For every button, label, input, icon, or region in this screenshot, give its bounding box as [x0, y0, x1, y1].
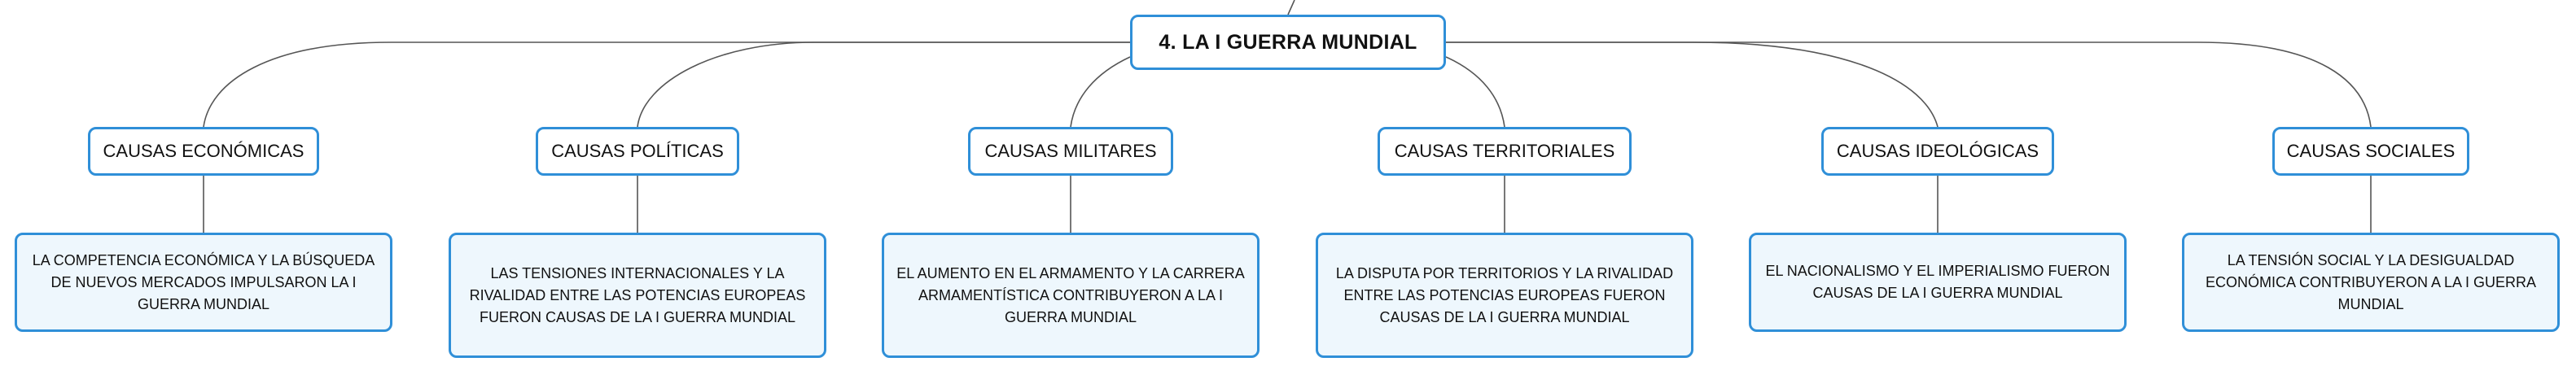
subtopic-ideologicas-detail[interactable]: EL NACIONALISMO Y EL IMPERIALISMO FUERON…	[1749, 233, 2127, 332]
topic-causas-militares[interactable]: CAUSAS MILITARES	[968, 127, 1173, 176]
link-root-militares	[1070, 56, 1131, 128]
topic-causas-territoriales[interactable]: CAUSAS TERRITORIALES	[1378, 127, 1632, 176]
root-topic[interactable]: 4. LA I GUERRA MUNDIAL	[1130, 15, 1446, 70]
subtopic-politicas-detail[interactable]: LAS TENSIONES INTERNACIONALES Y LA RIVAL…	[449, 233, 826, 358]
topic-causas-politicas[interactable]: CAUSAS POLÍTICAS	[536, 127, 739, 176]
link-root-politicas	[637, 41, 1130, 128]
subtopic-economicas-detail[interactable]: LA COMPETENCIA ECONÓMICA Y LA BÚSQUEDA D…	[15, 233, 392, 332]
subtopic-sociales-detail[interactable]: LA TENSIÓN SOCIAL Y LA DESIGUALDAD ECONÓ…	[2182, 233, 2560, 332]
subtopic-territoriales-detail[interactable]: LA DISPUTA POR TERRITORIOS Y LA RIVALIDA…	[1316, 233, 1693, 358]
parent-link	[1287, 0, 1295, 15]
topic-causas-sociales[interactable]: CAUSAS SOCIALES	[2272, 127, 2469, 176]
link-root-sociales	[1446, 41, 2372, 128]
subtopic-militares-detail[interactable]: EL AUMENTO EN EL ARMAMENTO Y LA CARRERA …	[882, 233, 1260, 358]
link-root-territoriales	[1445, 56, 1505, 128]
topic-causas-economicas[interactable]: CAUSAS ECONÓMICAS	[88, 127, 319, 176]
link-root-ideologicas	[1446, 41, 1939, 128]
topic-causas-ideologicas[interactable]: CAUSAS IDEOLÓGICAS	[1821, 127, 2054, 176]
link-root-economicas	[203, 41, 1130, 128]
